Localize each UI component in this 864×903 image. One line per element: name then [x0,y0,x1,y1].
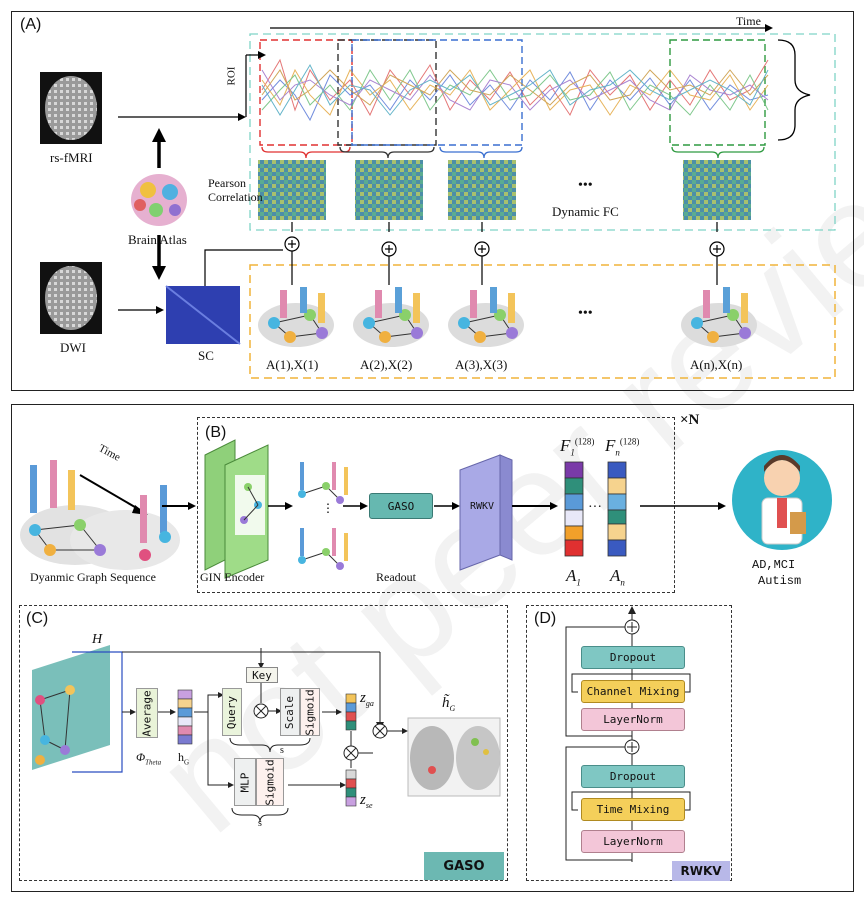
time-mixing-block: Time Mixing [581,798,685,821]
dynamic-fc-label: Dynamic FC [552,204,619,219]
f1-label: F1(128) [560,436,594,457]
panel-b-outer [11,404,854,892]
dropout-bottom-block: Dropout [581,765,685,788]
rsfmri-label: rs-fMRI [50,150,93,165]
pearson-label: Pearson Correlation [208,176,263,204]
gaso-block: GASO [369,493,433,519]
rwkv-badge: RWKV [672,861,730,881]
dropout-top-block: Dropout [581,646,685,669]
graph-label-3: A(3),X(3) [455,357,508,372]
an-label: An [610,566,625,587]
f1-sup: (128) [574,436,595,447]
repeat-n: ×N [680,412,700,428]
graph-label-n: A(n),X(n) [690,357,743,372]
panel-a [11,11,854,391]
h-label: H [92,632,103,647]
panel-b-box [197,417,675,593]
graph-label-2: A(2),X(2) [360,357,413,372]
a1-symbol: A [566,566,577,585]
readout-label: Readout [376,570,416,584]
htilde-symbol: h̃ [442,695,450,711]
zga-label: zga [360,690,374,708]
query-block: Query [222,688,242,736]
sequence-label: Dyanmic Graph Sequence [30,570,156,584]
layernorm-top-block: LayerNorm [581,708,685,731]
output-line2: Autism [758,574,802,588]
dwi-label: DWI [60,340,86,355]
hg-symbol: h [178,750,184,764]
rwkv-block-label: RWKV [469,500,495,512]
channel-mixing-block: Channel Mixing [581,680,685,703]
gaso-badge: GASO [424,852,504,880]
atlas-label: Brain Atlas [128,232,187,247]
key-block: Key [246,667,278,683]
panel-c-box [19,605,508,881]
fn-label: Fn(128) [605,436,639,457]
time-label-a: Time [736,14,761,28]
panel-c-tag: (C) [26,610,49,627]
hg-sub: G [184,758,190,767]
a1-sub: 1 [576,577,581,588]
fn-symbol: F [605,436,616,455]
graph-label-1: A(1),X(1) [266,357,319,372]
output-line1: AD,MCI [752,558,796,572]
f1-sub: 1 [570,447,575,458]
fn-sub: n [615,447,620,458]
phi-symbol: Φ [136,750,146,764]
scale-block: Scale [280,688,300,736]
average-block: Average [136,688,158,738]
ellipsis-a-graphs: ••• [578,306,593,321]
fn-sup: (128) [619,436,640,447]
htilde-label: h̃G [442,695,455,713]
s2-label: s [258,818,262,829]
ellipsis-a: ••• [578,178,593,193]
f1-symbol: F [560,436,571,455]
phi-label: ΦTheta [136,750,161,766]
zga-symbol: z [360,690,366,706]
zse-symbol: z [360,792,366,808]
an-symbol: A [610,566,621,585]
layernorm-bottom-block: LayerNorm [581,830,685,853]
panel-d-tag: (D) [534,610,557,627]
svg-text:⋮: ⋮ [322,501,334,515]
zse-label: zse [360,792,373,810]
graph-glyphs [258,287,757,347]
a1-label: A1 [566,566,581,587]
mlp-block: MLP [234,758,256,806]
sc-label: SC [198,348,214,363]
hg-label: hG [178,750,189,766]
sigmoid2-block: Sigmoid [256,758,284,806]
gin-label: GIN Encoder [200,570,265,584]
s-label: s [280,745,284,756]
panel-b-tag: (B) [205,424,227,441]
an-sub: n [620,577,625,588]
sigmoid-block: Sigmoid [300,688,320,736]
htilde-sub: G [449,704,456,713]
zse-sub: se [365,801,373,810]
panel-d-box [526,605,732,881]
dots-b: ··· [588,500,602,515]
panel-a-tag: (A) [20,16,42,33]
zga-sub: ga [365,699,374,708]
phi-sub: Theta [145,758,162,767]
